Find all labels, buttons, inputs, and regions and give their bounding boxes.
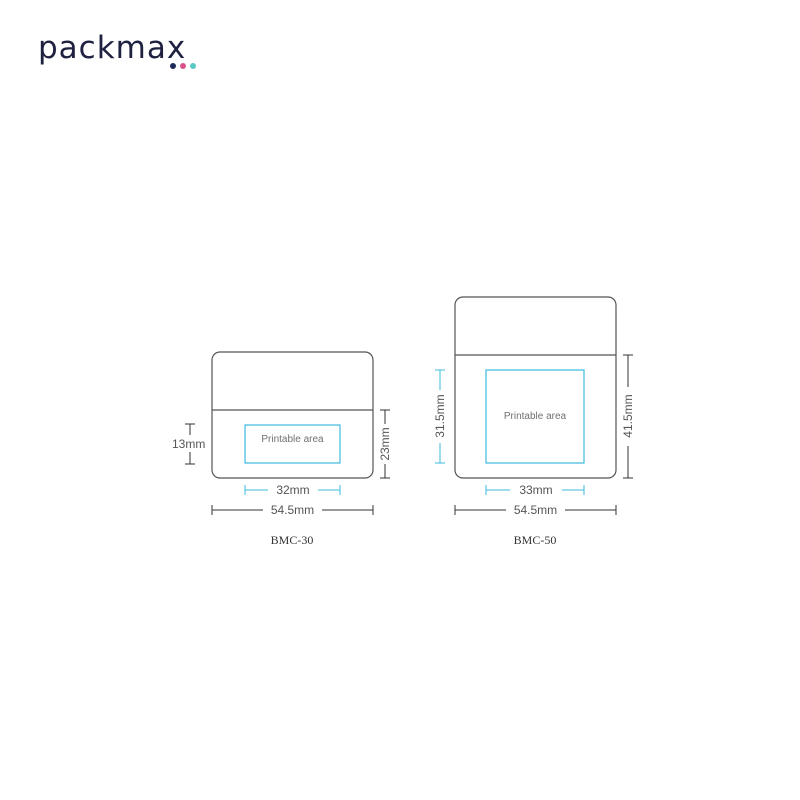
jar-bmc-50: [454, 296, 617, 479]
jar-bmc-50-printable-height: 31.5mm: [433, 394, 447, 438]
jar-bmc-50-printable-width: 33mm: [519, 483, 553, 497]
jar-bmc-30-body-height: 23mm: [378, 427, 392, 461]
jar-bmc-30-dimensions: [185, 409, 390, 515]
jar-bmc-30-outline: [211, 351, 374, 479]
logo-dot-navy: [170, 63, 176, 69]
jar-bmc-30-model: BMC-30: [270, 533, 314, 547]
jar-bmc-50-printable-label: Printable area: [503, 411, 567, 422]
jar-bmc-50-dimensions: [435, 354, 633, 515]
jar-bmc-30: [211, 351, 374, 479]
jar-bmc-50-outline: [454, 296, 617, 479]
jar-bmc-50-model: BMC-50: [513, 533, 557, 547]
jar-bmc-30-printable-height: 13mm: [172, 437, 206, 451]
jar-bmc-50-printable-area: [485, 369, 585, 464]
jar-bmc-30-printable-width: 32mm: [276, 483, 310, 497]
jar-bmc-50-total-width: 54.5mm: [513, 503, 558, 517]
jar-bmc-30-printable-area: [244, 424, 341, 464]
brand-logo: packmax: [38, 30, 187, 66]
logo-dot-pink: [180, 63, 186, 69]
jar-bmc-50-body-height: 41.5mm: [621, 394, 635, 438]
jar-bmc-30-total-width: 54.5mm: [270, 503, 315, 517]
brand-logo-dots: [170, 63, 210, 71]
logo-dot-teal: [190, 63, 196, 69]
jar-bmc-30-printable-label: Printable area: [261, 434, 324, 445]
